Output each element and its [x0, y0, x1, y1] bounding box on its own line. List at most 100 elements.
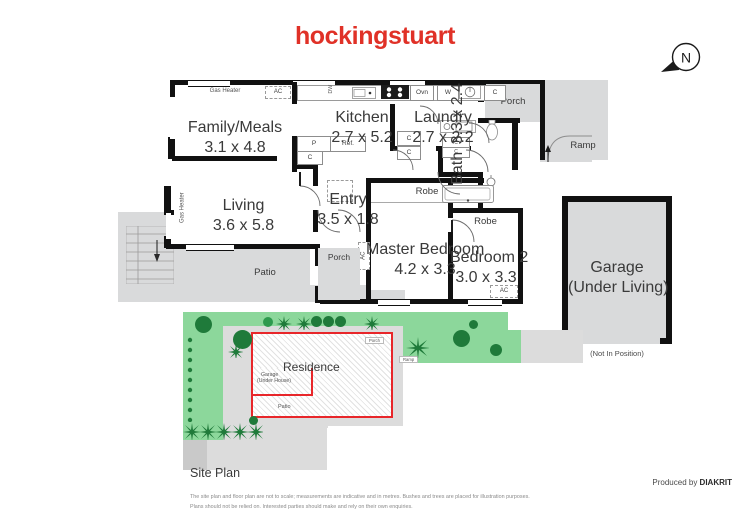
room-label-living: Living 3.6 x 5.8 [212, 197, 275, 234]
shrub-dots-left [185, 336, 195, 423]
site-porch-label: Porch [365, 337, 384, 344]
wall-master-left [366, 178, 371, 300]
interior-fill-left [166, 150, 316, 245]
fridge-label: Ref. [330, 136, 366, 152]
window-bottom-bed2 [468, 299, 502, 306]
wall-bottom-bed2b [500, 299, 523, 304]
room-label-bed2: Bedroom 2 3.0 x 3.3 [450, 249, 529, 286]
shrub-star-left [227, 342, 244, 360]
disclaimer: The site plan and floor plan are not to … [190, 492, 610, 512]
toilet [484, 119, 500, 142]
shrub-row-bottom [183, 420, 265, 441]
tree-icon [490, 344, 502, 356]
room-label-laundry: Laundry 2.7 x 2.2 [412, 109, 474, 146]
room-label-master: Master Bedroom 4.2 x 3.3 [366, 241, 485, 278]
wall-right-bed2 [518, 208, 523, 304]
gas-heater-family: Gas Heater [209, 88, 241, 94]
wall-top-right [482, 80, 544, 84]
wall-left-mid [168, 137, 175, 159]
kitchen-sink [352, 86, 376, 99]
robe-master-box [371, 183, 483, 203]
site-driveway [207, 420, 327, 470]
wall-right-bath [512, 118, 518, 170]
tree-icon [323, 316, 334, 327]
produced-prefix: Produced by [652, 478, 700, 487]
wall-left-upper [170, 80, 175, 98]
room-label-bath: Bath 3.3 x 2.4 [449, 83, 467, 185]
ramp-label: Ramp [570, 140, 596, 151]
bath-vanity [440, 120, 476, 133]
tree-icon [453, 330, 470, 347]
garage-door-opening [574, 336, 660, 344]
window-left-family [170, 96, 175, 140]
agency-logo: hockingstuart [294, 22, 456, 50]
wall-left-lower [164, 186, 171, 214]
site-garage-label-2: (Under House) [257, 378, 292, 384]
produced-brand: DIAKRIT [699, 478, 732, 487]
tree-icon [335, 316, 346, 327]
wall-bath-bottom [438, 172, 478, 177]
cupboard-hall-1: C [397, 131, 421, 146]
wall-family-kitchen [292, 82, 297, 104]
tree-icon [469, 320, 478, 329]
wall-bottom-master2 [408, 299, 451, 304]
wall-kitchen-entry-v [292, 136, 297, 172]
site-patio-label: Patio [278, 404, 291, 410]
tree-icon [249, 416, 258, 425]
site-residence-footprint [251, 332, 393, 418]
wall-entry-living2 [313, 210, 318, 232]
site-residence-garage-notch [251, 368, 313, 396]
cupboard-bath-2: C [442, 147, 470, 158]
cooktop [381, 85, 409, 99]
ac-family: AC [265, 86, 291, 99]
site-plan-title: Site Plan [190, 466, 241, 480]
robe-master-label: Robe [415, 186, 439, 197]
wall-entry-living [313, 164, 318, 186]
wall-left-bottom [164, 236, 171, 248]
wall-family-living [172, 156, 277, 161]
tree-icon [233, 330, 252, 349]
wall-bottom-living2 [232, 244, 317, 249]
ac-bed2: AC [490, 285, 518, 298]
site-ramp-label: Ramp [399, 356, 419, 363]
wall-bath-left [438, 146, 443, 176]
wall-bottom-master [320, 299, 380, 304]
skylight [327, 180, 353, 202]
cupboard-laundry: C [484, 85, 506, 101]
wall-kitchen-laundry [390, 104, 395, 150]
front-porch-label: Porch [327, 252, 351, 262]
patio-label: Patio [254, 267, 276, 278]
produced-by: Produced by DIAKRIT [652, 478, 732, 487]
wall-bottom-bed2 [449, 299, 471, 304]
door-swings [0, 60, 750, 315]
washer-label: W [437, 85, 459, 101]
room-label-kitchen: Kitchen 2.7 x 5.2 [331, 109, 393, 146]
site-garage-label-1: Garage [261, 372, 279, 378]
garage-position-note: (Not In Position) [590, 349, 644, 358]
window-top-family [188, 80, 230, 87]
garage-label: Garage (Under Living) [568, 259, 669, 296]
cupboard-kitchen-1: C [297, 151, 323, 165]
bathtub [442, 185, 494, 203]
shrub-star-right [405, 334, 430, 359]
north-compass: N [657, 36, 709, 80]
wall-master-top [366, 178, 484, 183]
garage-fill [568, 202, 666, 338]
tree-icon [311, 316, 322, 327]
wall-porch-divider [478, 118, 520, 123]
cupboard-hall-2: C [397, 146, 421, 160]
oven-label: Ovn [410, 85, 434, 101]
svg-text:N: N [681, 50, 691, 66]
rear-porch-label: Porch [500, 96, 526, 107]
wall-robe-bed2 [448, 208, 520, 213]
wall-right-outer [540, 80, 545, 160]
room-label-entry: Entry 3.5 x 1.8 [317, 191, 379, 228]
laundry-trough [459, 85, 481, 99]
site-residence-label: Residence [283, 360, 340, 374]
room-label-family: Family/Meals 3.1 x 4.8 [187, 119, 283, 156]
tree-icon [195, 316, 212, 333]
ramp-curve [540, 118, 610, 163]
shrub-row-top [269, 314, 380, 332]
floor-plan: Patio Porch Ramp [0, 60, 750, 344]
